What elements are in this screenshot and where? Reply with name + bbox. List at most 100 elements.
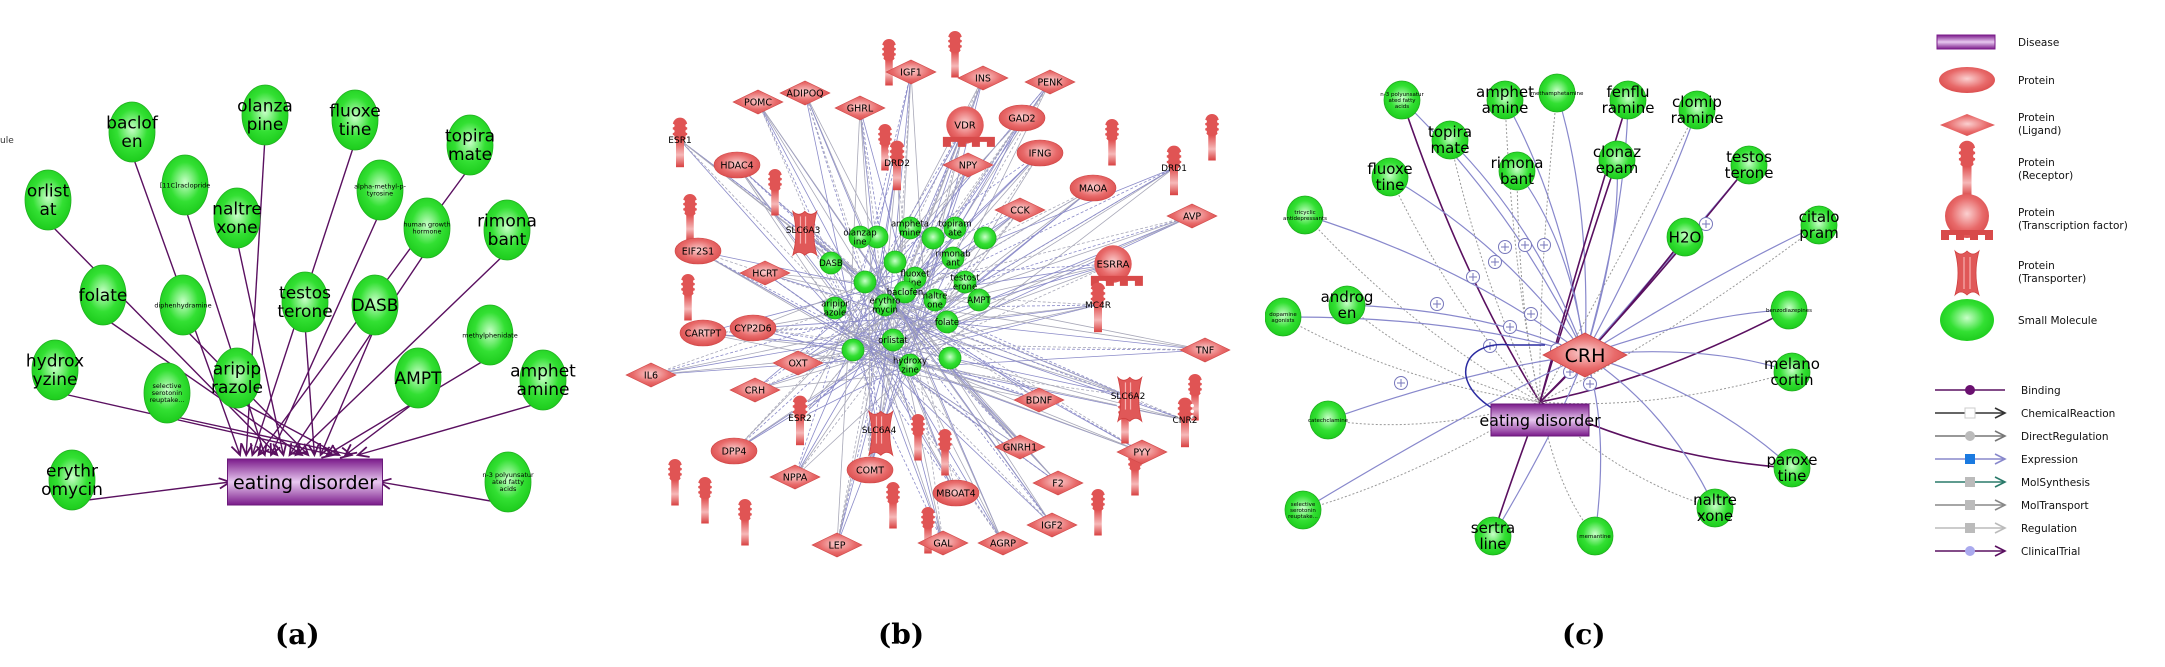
protein-ligand-node[interactable]: AGRP	[977, 530, 1029, 556]
protein-node[interactable]: IFNG	[1016, 139, 1064, 167]
small-molecule-node[interactable]: methylphenidate	[462, 304, 518, 366]
protein-receptor-node[interactable]	[696, 477, 714, 524]
protein-transporter-node[interactable]: SLC6A4	[862, 409, 897, 457]
protein-transporter-node[interactable]	[1954, 249, 1980, 297]
protein-receptor-node[interactable]	[1089, 489, 1107, 536]
protein-node[interactable]: MBOAT4	[932, 479, 980, 507]
protein-transcription-factor-node[interactable]: VDR	[942, 106, 995, 147]
crh-hub-node[interactable]: CRH	[1542, 332, 1628, 378]
protein-receptor-node[interactable]	[1203, 114, 1221, 161]
small-molecule-node[interactable]	[615, 0, 907, 274]
protein-ligand-node[interactable]: GNRH1	[994, 434, 1046, 460]
protein-ligand-node[interactable]: IGF2	[1026, 512, 1078, 538]
protein-receptor-node[interactable]: DRD1	[1161, 145, 1187, 196]
protein-node[interactable]: CARTPT	[679, 319, 727, 347]
protein-receptor-node[interactable]	[936, 429, 954, 476]
protein-ligand-node[interactable]: PYY	[1116, 439, 1168, 465]
protein-ligand-node[interactable]: CRH	[729, 377, 781, 403]
small-molecule-node[interactable]	[615, 0, 877, 294]
protein-node[interactable]: CYP2D6	[729, 314, 777, 342]
disease-node[interactable]: eating disorder	[227, 458, 383, 506]
small-molecule-node[interactable]	[615, 0, 962, 370]
protein-receptor-node[interactable]: DRD2	[884, 140, 910, 191]
protein-ligand-node[interactable]: NPPA	[769, 464, 821, 490]
small-molecule-node[interactable]: DASB	[819, 251, 843, 275]
protein-node[interactable]: COMT	[846, 456, 894, 484]
small-molecule-node[interactable]	[615, 0, 945, 250]
small-molecule-node[interactable]: AMPT	[395, 347, 443, 409]
protein-receptor-node[interactable]	[766, 169, 784, 216]
protein-ligand-node[interactable]: TNF	[1179, 337, 1231, 363]
protein-ligand-node[interactable]: CCK	[994, 197, 1046, 223]
protein-ligand-node[interactable]: NPY	[942, 152, 994, 178]
protein-node[interactable]: DPP4	[710, 437, 758, 465]
protein-receptor-node[interactable]	[946, 31, 964, 78]
protein-ligand-node[interactable]: PENK	[1024, 69, 1076, 95]
protein-ligand-node[interactable]: AVP	[1166, 203, 1218, 229]
protein-ligand-node[interactable]: ADIPOQ	[779, 80, 831, 106]
protein-receptor-node[interactable]: MC4R	[1085, 282, 1111, 333]
protein-receptor-node[interactable]	[681, 194, 699, 241]
protein-ligand-node[interactable]: HCRT	[739, 260, 791, 286]
small-molecule-node[interactable]: methamphetamine	[1531, 73, 1584, 113]
protein-ligand-node[interactable]: IGF1	[885, 59, 937, 85]
small-molecule-node[interactable]: folate	[935, 310, 959, 334]
protein-receptor-node[interactable]: ESR2	[788, 395, 812, 446]
protein-ligand-node[interactable]: POMC	[732, 89, 784, 115]
small-molecule-node[interactable]: DASB	[352, 274, 399, 336]
disease-node[interactable]: eating disorder	[1479, 403, 1601, 437]
protein-transcription-factor-node[interactable]: ESRRA	[1090, 245, 1143, 286]
small-molecule-node[interactable]: H2O	[1666, 217, 1704, 257]
protein-ligand-node[interactable]: OXT	[772, 350, 824, 376]
protein-receptor-node[interactable]: ESR1	[668, 117, 692, 168]
protein-receptor-node[interactable]	[736, 499, 754, 546]
protein-transcription-factor-node[interactable]	[1941, 194, 1993, 240]
small-molecule-node[interactable]: catechclamine	[1308, 400, 1349, 440]
protein-ligand-node[interactable]: GAL	[917, 530, 969, 556]
small-molecule-node[interactable]: [11C]raclopride	[160, 154, 211, 216]
protein-receptor-node[interactable]	[884, 482, 902, 529]
small-molecule-node[interactable]: baclofen	[887, 280, 923, 304]
protein-node[interactable]: GAD2	[998, 104, 1046, 132]
protein-receptor-node[interactable]	[666, 459, 684, 506]
protein-ligand-node[interactable]: F2	[1032, 470, 1084, 496]
protein-ligand-node[interactable]: IL6	[625, 362, 677, 388]
protein-receptor-node[interactable]	[1103, 119, 1121, 166]
small-molecule-node[interactable]: alpha-methyl-p-tyrosine	[354, 159, 407, 221]
small-molecule-node[interactable]: benzodiazepines	[1766, 290, 1812, 330]
protein-transporter-node[interactable]: SLC6A3	[786, 209, 821, 257]
protein-receptor-node[interactable]: CNR2	[1173, 397, 1198, 448]
small-molecule-node[interactable]	[615, 0, 865, 362]
